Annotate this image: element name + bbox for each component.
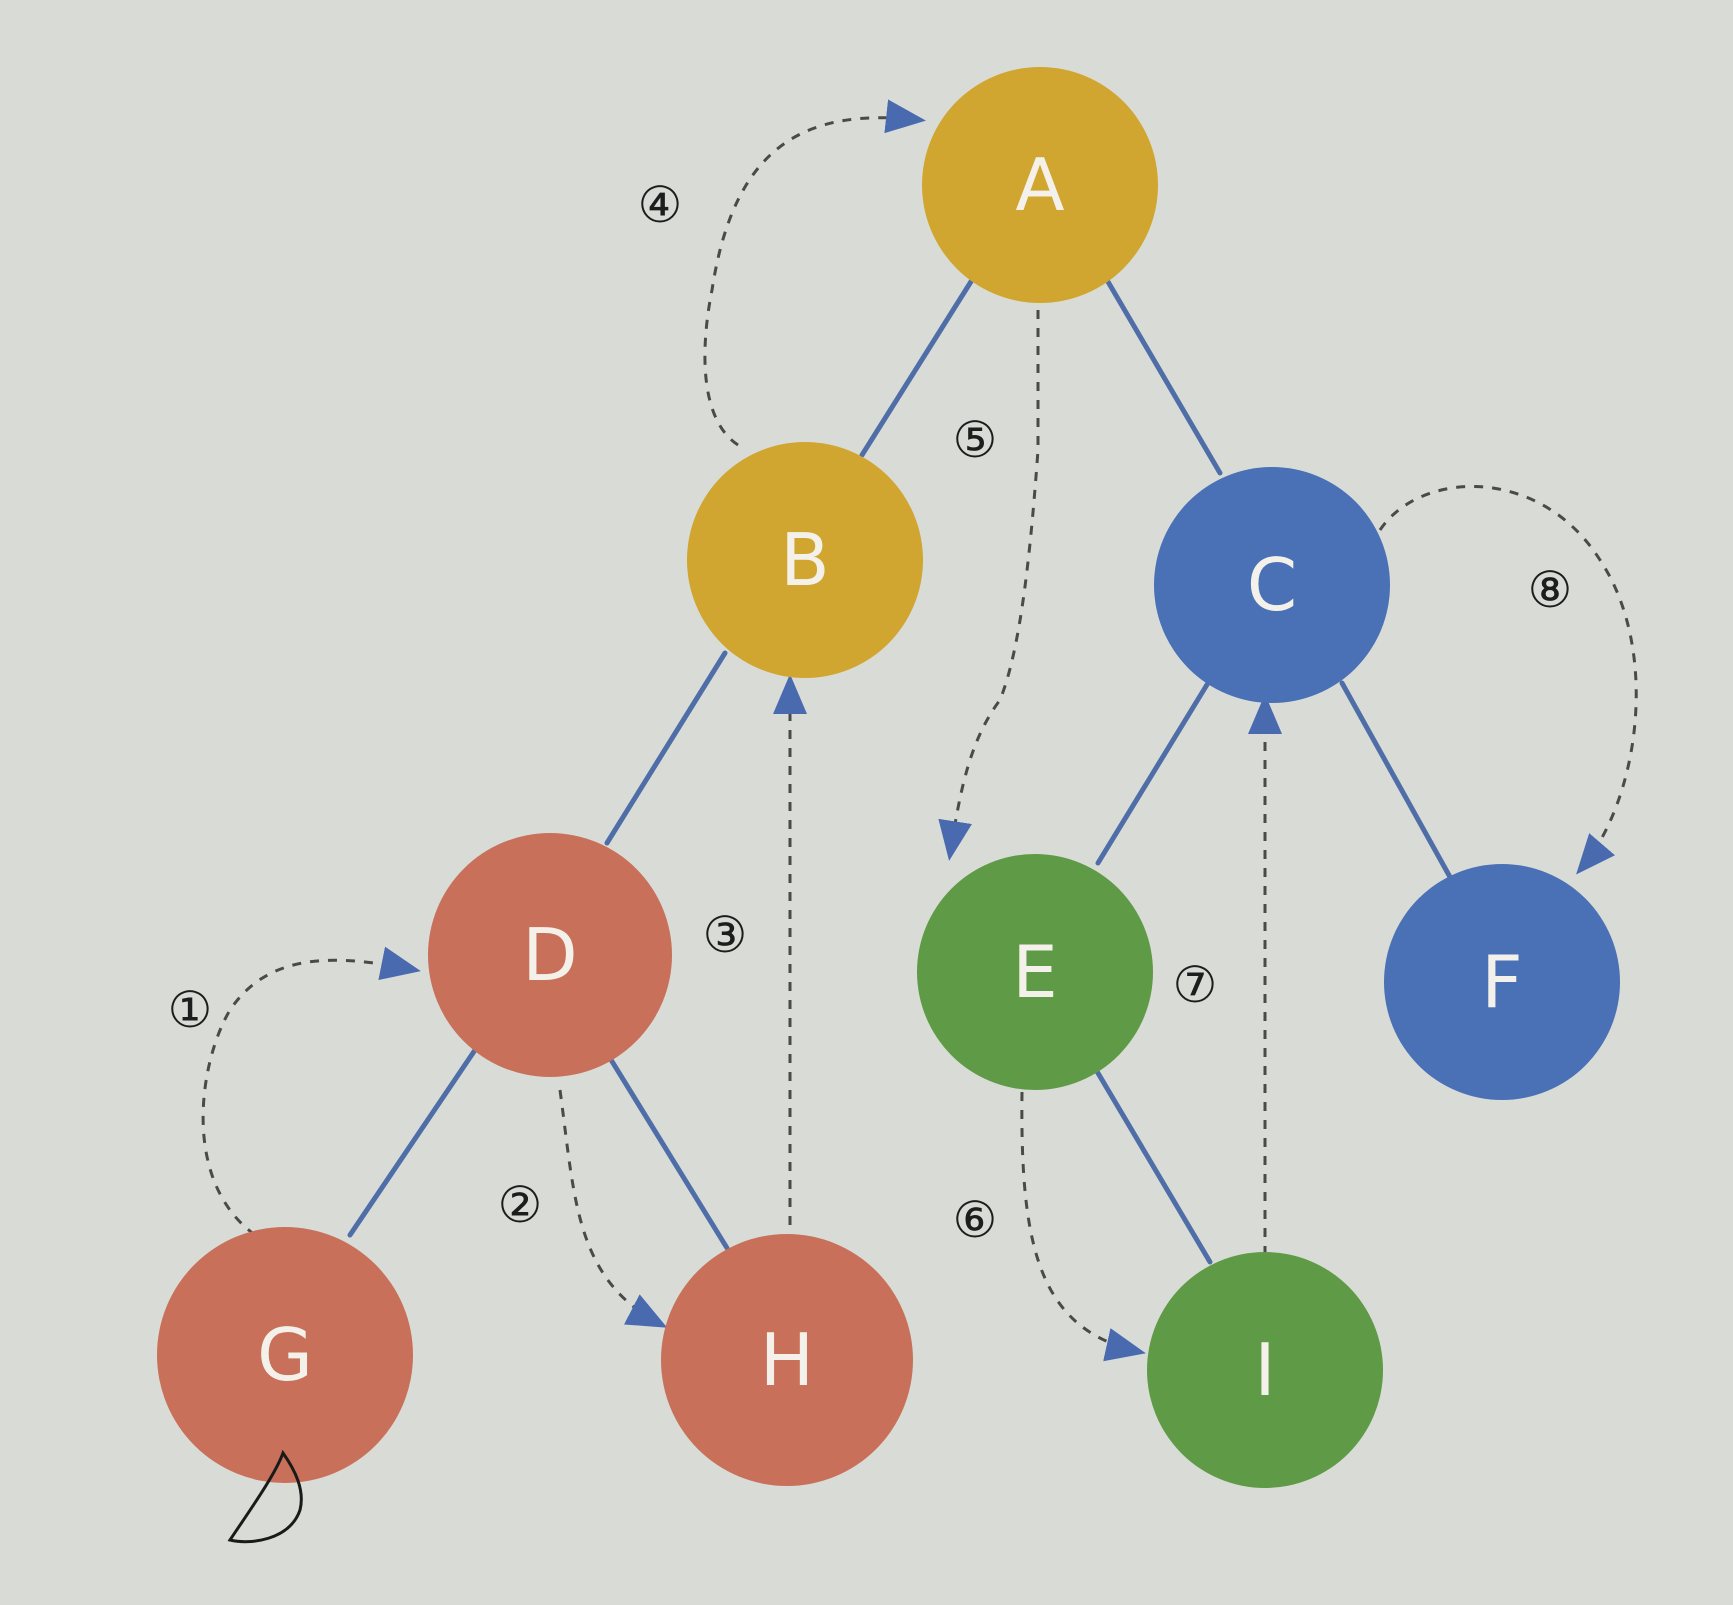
tree-nodes: A B C D E F G H — [157, 67, 1620, 1488]
node-H-circle — [661, 1234, 913, 1486]
node-G-label: G — [257, 1313, 313, 1397]
node-A-label: A — [1015, 143, 1064, 227]
node-C: C — [1154, 467, 1390, 703]
node-B-circle — [687, 442, 923, 678]
edge-D-G — [347, 1047, 478, 1238]
tree-edges — [347, 277, 1453, 1265]
traversal-arrow-6 — [1020, 1091, 1146, 1362]
step-label-7: ⑦ — [1173, 956, 1218, 1014]
node-F-circle — [1384, 864, 1620, 1100]
node-D-label: D — [522, 913, 577, 997]
node-A: A — [922, 67, 1158, 303]
edge-C-E — [1095, 680, 1211, 866]
node-E: E — [917, 854, 1153, 1090]
node-E-circle — [917, 854, 1153, 1090]
edge-D-H — [602, 1047, 730, 1251]
traversal-labels: ① ② ③ ④ ⑤ ⑥ ⑦ ⑧ — [168, 176, 1573, 1249]
node-F-label: F — [1481, 940, 1522, 1024]
traversal-arrow-4 — [703, 99, 926, 447]
edge-A-B — [859, 277, 975, 458]
node-D: D — [428, 833, 672, 1077]
node-H-label: H — [760, 1318, 814, 1402]
step-label-1: ① — [168, 981, 213, 1039]
node-I-label: I — [1254, 1328, 1275, 1412]
node-G: G — [157, 1227, 413, 1483]
edge-E-I — [1092, 1065, 1213, 1265]
edge-B-D — [604, 650, 728, 846]
node-B-label: B — [780, 518, 829, 602]
step-label-6: ⑥ — [953, 1191, 998, 1249]
edge-A-C — [1104, 277, 1223, 476]
traversal-arrow-1 — [201, 946, 421, 1237]
step-label-2: ② — [498, 1176, 543, 1234]
handwritten-mark — [227, 1449, 303, 1544]
node-E-label: E — [1012, 930, 1058, 1014]
node-F: F — [1384, 864, 1620, 1100]
step-label-3: ③ — [703, 906, 748, 964]
step-label-4: ④ — [638, 176, 683, 234]
traversal-arrow-2 — [558, 1089, 668, 1328]
node-G-circle — [157, 1227, 413, 1483]
node-A-circle — [922, 67, 1158, 303]
traversal-arrow-5 — [938, 310, 1040, 861]
node-I: I — [1147, 1252, 1383, 1488]
traversal-arrow-8 — [1378, 485, 1638, 875]
step-label-5: ⑤ — [953, 411, 998, 469]
node-D-circle — [428, 833, 672, 1077]
edge-C-F — [1339, 680, 1453, 880]
traversal-arrows — [201, 99, 1638, 1362]
node-B: B — [687, 442, 923, 678]
node-H: H — [661, 1234, 913, 1486]
node-C-circle — [1154, 467, 1390, 703]
node-C-label: C — [1247, 543, 1297, 627]
step-label-8: ⑧ — [1528, 561, 1573, 619]
node-I-circle — [1147, 1252, 1383, 1488]
